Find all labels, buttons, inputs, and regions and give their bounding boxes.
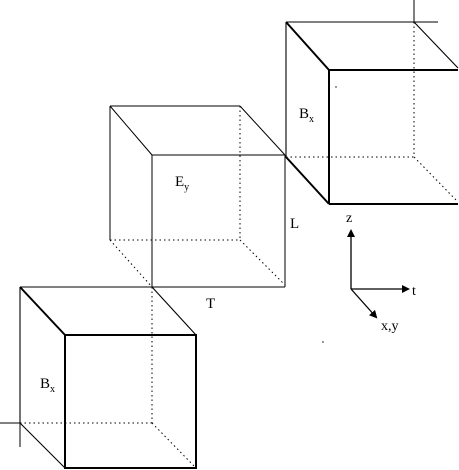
- cube-bx-top-edges: [285, 21, 459, 157]
- cube-bx-top-front-face: [285, 21, 458, 205]
- cube-ey-middle: [109, 105, 286, 288]
- stray-dot: [335, 86, 337, 88]
- cube-ey-middle-edges: [109, 105, 286, 288]
- z-axis-label: z: [346, 211, 352, 226]
- cube-bx-bottom-edges: [19, 286, 197, 469]
- length-label: L: [290, 216, 299, 232]
- cube-bx-bottom-corner-ticks: [0, 422, 21, 447]
- cube-ey-middle-hidden-edges: [109, 106, 286, 288]
- cube-bx-bottom-label: Bx: [40, 376, 55, 395]
- cube-bx-bottom: [0, 286, 197, 469]
- cube-ey-middle-label: Ey: [175, 174, 189, 193]
- cube-bx-top: [285, 0, 459, 205]
- cube-bx-top-label: Bx: [299, 106, 314, 125]
- time-label: T: [206, 296, 215, 312]
- cube-bx-bottom-hidden-edges: [20, 287, 197, 469]
- cube-bx-bottom-front-face: [19, 286, 197, 469]
- stray-dot: [322, 341, 324, 343]
- axes-indicator: [347, 229, 410, 319]
- xy-axis-arrow: [350, 288, 378, 319]
- cube-bx-top-corner-ticks: [413, 0, 438, 23]
- xy-axis-label: x,y: [381, 319, 399, 334]
- cube-bx-top-hidden-edges: [286, 22, 459, 203]
- t-axis-label: t: [412, 284, 416, 299]
